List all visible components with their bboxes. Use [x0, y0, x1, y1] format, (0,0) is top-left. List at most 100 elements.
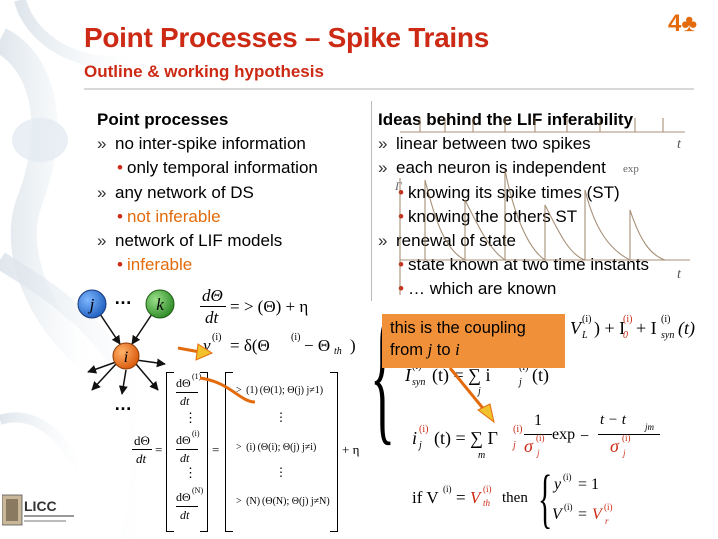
- vector-bracket-left: [225, 372, 233, 532]
- list-item: »network of LIF models: [97, 231, 283, 251]
- vertical-ellipsis: ⋮: [184, 465, 197, 480]
- subscript: j: [623, 448, 626, 458]
- equation-minus-th: − Θ: [304, 336, 331, 355]
- fraction-bar: [176, 506, 198, 507]
- list-item: »renewal of state: [378, 231, 517, 251]
- dt-denominator: dt: [136, 451, 147, 466]
- fraction-bar: [524, 434, 552, 435]
- fraction-bar: [132, 449, 152, 450]
- dt-denominator: dt: [205, 308, 219, 327]
- superscript: (1): [192, 372, 202, 381]
- vertical-ellipsis: ⋮: [275, 465, 287, 479]
- superscript: (i): [536, 433, 545, 443]
- node-k: [145, 289, 175, 319]
- row-numerator: dΘ: [176, 433, 191, 447]
- subscript: j: [519, 377, 522, 388]
- eq-one: = 1: [578, 476, 600, 493]
- superscript: (i): [564, 502, 573, 512]
- superscript: (i): [291, 332, 301, 343]
- eq-ij-rhs: (t) = ∑ Γ: [434, 428, 498, 448]
- vector-bracket-left: [166, 372, 174, 532]
- eq-isyn: + I: [636, 318, 657, 338]
- list-item: •knowing the others ST: [398, 206, 578, 226]
- superscript: (i): [443, 484, 452, 494]
- logo-emblem-icon: LICC: [1, 494, 74, 526]
- cases-brace: {: [538, 462, 553, 535]
- row-numerator: dΘ: [176, 376, 191, 390]
- plus-eta: + η: [342, 442, 360, 457]
- ellipsis-bottom: …: [114, 394, 132, 414]
- subscript: j: [513, 440, 516, 451]
- row-denominator: dt: [180, 508, 190, 522]
- eq-v-reset: V: [552, 506, 562, 523]
- sum-index: j: [478, 386, 481, 397]
- fraction-bar: [200, 306, 226, 307]
- callout-line-2: from j to i: [390, 340, 460, 359]
- list-item: •only temporal information: [117, 158, 318, 178]
- t-minus-tjm: t − t: [600, 412, 626, 428]
- list-item: •inferable: [117, 255, 193, 275]
- superscript: (i): [419, 424, 429, 435]
- vertical-ellipsis: ⋮: [275, 410, 287, 424]
- superscript: (i): [192, 429, 200, 438]
- sum-index: m: [478, 450, 486, 461]
- v-threshold: V: [470, 488, 481, 507]
- list-item: »any network of DS: [97, 182, 254, 202]
- subscript: j: [419, 440, 422, 451]
- right-column: Ideas behind the LIF inferability »linea…: [378, 108, 708, 302]
- eq-isyn-rhs: (t) = ∑ i: [432, 365, 491, 385]
- superscript: (i): [661, 314, 671, 325]
- vertical-ellipsis: ⋮: [184, 410, 197, 425]
- equals-sign: =: [155, 442, 163, 457]
- subscript: syn: [661, 330, 675, 341]
- left-column-heading: Point processes: [97, 110, 229, 129]
- system-row-N: > (N) (Θ(N); Θ(j) j≠N): [236, 496, 330, 507]
- fraction-bar: [598, 434, 660, 435]
- superscript: (i): [483, 484, 492, 494]
- node-j: [77, 289, 107, 319]
- superscript: (i): [582, 314, 592, 325]
- slide-title: Point Processes – Spike Trains: [84, 22, 489, 53]
- list-item: »no inter-spike information: [97, 134, 306, 154]
- eq-if: if V: [412, 488, 439, 507]
- subscript: L: [582, 330, 588, 341]
- eq-t: (t): [678, 318, 695, 338]
- fraction-one: 1: [534, 412, 542, 429]
- subscript: r: [605, 516, 609, 526]
- left-column: Point processes »no inter-spike informat…: [97, 108, 367, 277]
- network-diagram: j k i … …: [77, 288, 256, 414]
- equals-sign: =: [456, 488, 466, 507]
- eq-i0: ) + I: [594, 318, 626, 338]
- equals-sign: =: [212, 442, 220, 457]
- licc-logo: LICC: [1, 493, 82, 529]
- subscript: 0: [623, 330, 628, 341]
- eq-t: (t): [532, 365, 549, 385]
- equals-sign: =: [578, 506, 588, 523]
- superscript: (i): [623, 314, 633, 325]
- fraction-bar: [176, 392, 198, 393]
- equation-gt: = > (Θ) + η: [230, 297, 309, 316]
- exp-label: exp: [552, 426, 576, 443]
- list-item: •state known at two time instants: [398, 255, 649, 275]
- superscript: (N): [192, 486, 204, 495]
- row-numerator: dΘ: [176, 490, 191, 504]
- eq-then: then: [502, 490, 528, 506]
- right-column-heading: Ideas behind the LIF inferability: [378, 110, 634, 129]
- superscript: (i): [212, 332, 222, 343]
- eq-ij-lhs: i: [412, 428, 418, 448]
- subscript: th: [334, 346, 342, 357]
- superscript: (i): [513, 424, 523, 435]
- superscript: (i): [604, 502, 613, 512]
- minus-sign: −: [580, 428, 590, 445]
- coupling-callout: this is the coupling from j to i: [382, 314, 565, 368]
- list-item: »each neuron is independent: [378, 158, 606, 178]
- row-denominator: dt: [180, 451, 190, 465]
- row-denominator: dt: [180, 394, 190, 408]
- vector-bracket-right: [200, 372, 208, 532]
- superscript: (i): [563, 472, 572, 482]
- subscript: j: [537, 448, 540, 458]
- dtheta-numerator: dΘ: [202, 286, 223, 305]
- column-divider: [371, 101, 372, 301]
- list-item: •not inferable: [117, 206, 221, 226]
- node-i-label: i: [124, 349, 128, 366]
